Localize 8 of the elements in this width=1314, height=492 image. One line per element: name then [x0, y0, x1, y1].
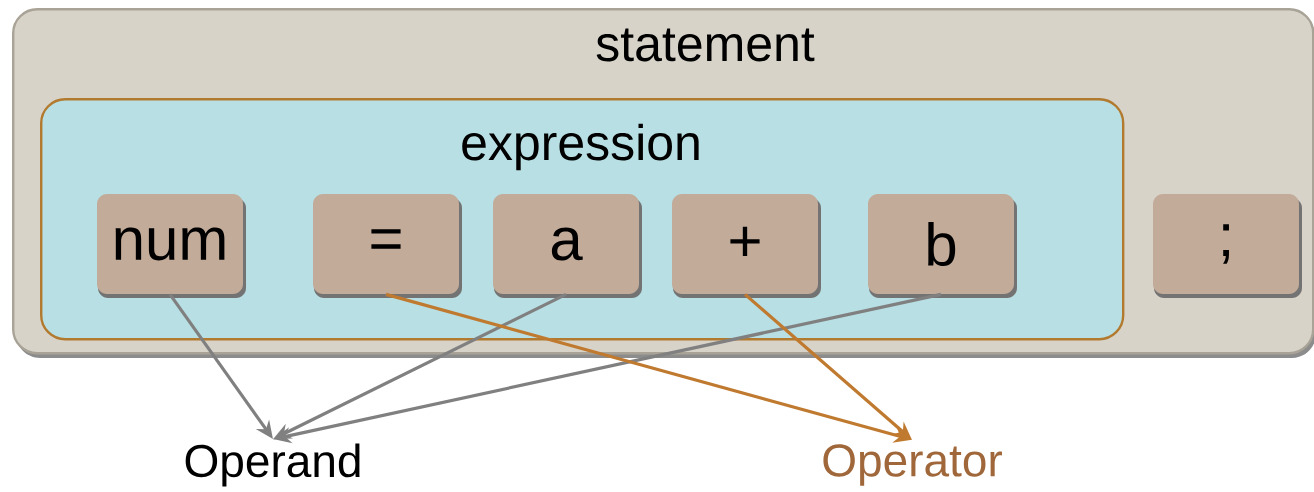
token-box: b — [868, 194, 1017, 298]
label-text: Operator — [823, 444, 1002, 486]
token-box: ; — [1153, 194, 1302, 298]
token-box: a — [493, 194, 642, 298]
token-box: = — [313, 194, 462, 298]
token-box: + — [672, 194, 821, 298]
token-box: num — [97, 194, 246, 298]
label-text: Operand — [185, 443, 360, 487]
